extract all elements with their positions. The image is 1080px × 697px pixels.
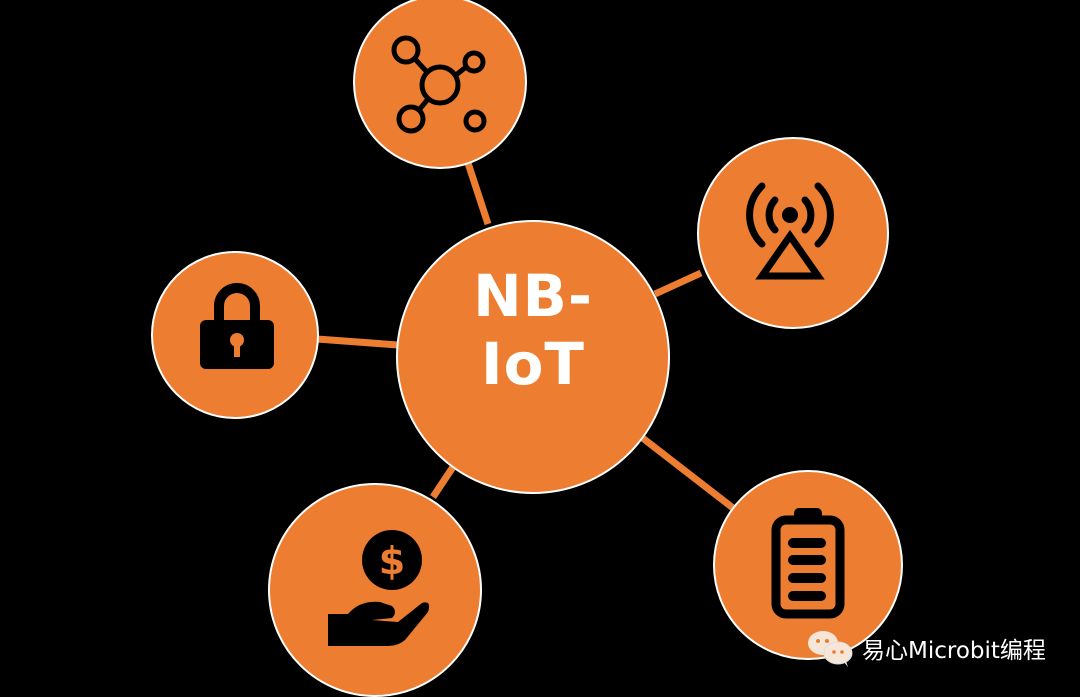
hand-coin-dollar-icon: $ (328, 530, 430, 646)
node-antenna (697, 137, 889, 329)
battery-full-icon (771, 508, 845, 619)
signal-tower-icon (746, 182, 834, 280)
node-battery (713, 470, 903, 660)
connector-lines (316, 161, 736, 511)
center-label: NB- IoT (397, 262, 669, 398)
center-label-line1: NB- (473, 262, 593, 330)
svg-text:$: $ (379, 539, 405, 583)
connector-antenna (653, 269, 703, 298)
center-node (396, 220, 670, 494)
watermark-text: 易心Microbit编程 (862, 638, 1046, 664)
node-low-cost: $ (268, 483, 482, 697)
wechat-icon (808, 631, 853, 667)
connector-battery (637, 433, 736, 511)
watermark: 易心Microbit编程 (806, 628, 1046, 668)
node-network (353, 0, 527, 169)
node-security (151, 251, 319, 419)
padlock-icon (200, 283, 274, 369)
center-label-line2: IoT (481, 330, 585, 398)
connector-lock (316, 335, 399, 349)
connector-network (464, 161, 492, 226)
network-hub-icon (391, 35, 487, 134)
